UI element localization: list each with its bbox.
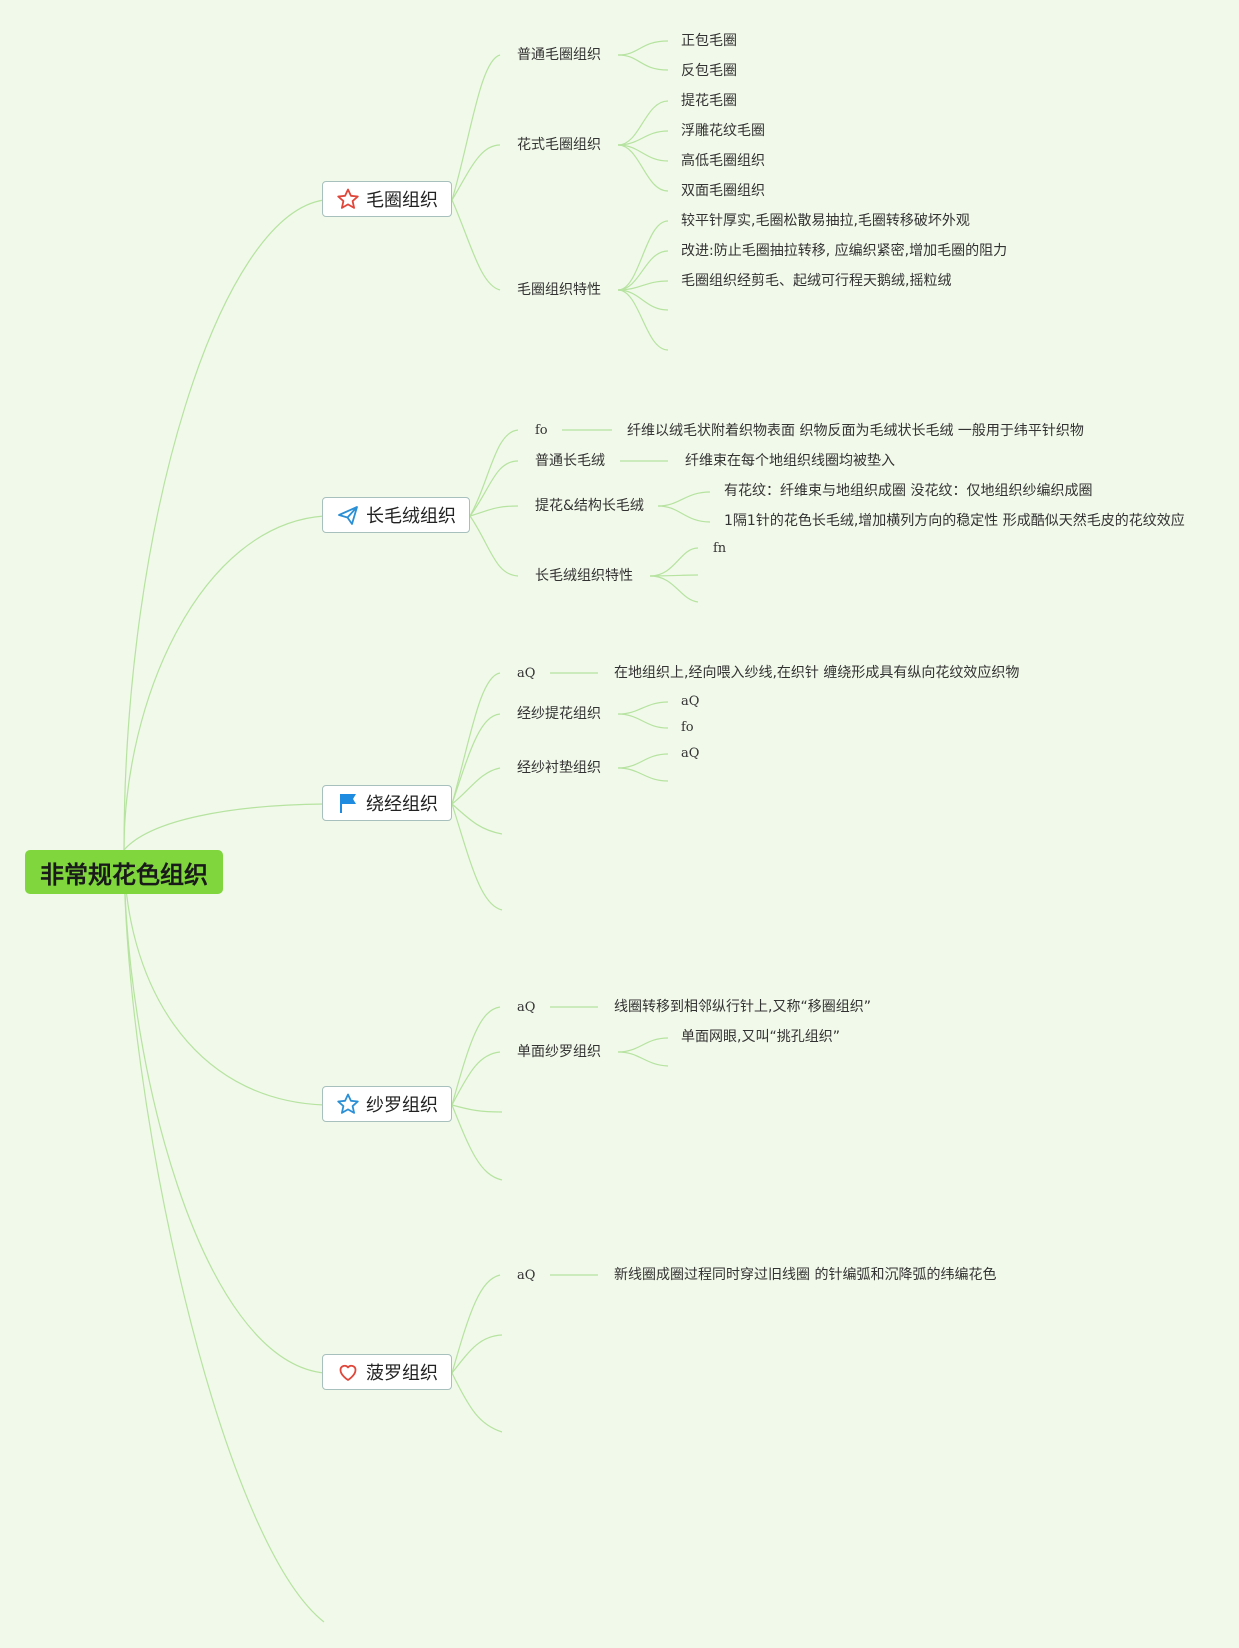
leaf-topic[interactable]: 新线圈成圈过程同时穿过旧线圈 的针编弧和沉降弧的纬编花色: [614, 1267, 997, 1283]
subtopic[interactable]: aQ: [517, 1000, 536, 1015]
leaf-topic[interactable]: 提花毛圈: [681, 93, 737, 109]
subtopic[interactable]: 提花&结构长毛绒: [535, 498, 644, 514]
subtopic[interactable]: 长毛绒组织特性: [535, 568, 633, 584]
leaf-topic[interactable]: 1隔1针的花色长毛绒,增加横列方向的稳定性 形成酷似天然毛皮的花纹效应: [724, 513, 1185, 529]
root-topic[interactable]: 非常规花色组织: [25, 850, 223, 894]
topic-changmaorong[interactable]: 长毛绒组织: [322, 497, 470, 533]
subtopic[interactable]: 普通长毛绒: [535, 453, 605, 469]
subtopic[interactable]: 毛圈组织特性: [517, 282, 601, 298]
leaf-topic[interactable]: 线圈转移到相邻纵行针上,又称“移圈组织”: [614, 999, 871, 1015]
subtopic[interactable]: aQ: [517, 1268, 536, 1283]
paper-plane-icon: [336, 503, 360, 527]
subtopic[interactable]: fo: [535, 423, 548, 438]
leaf-topic[interactable]: 单面网眼,又叫“挑孔组织”: [681, 1029, 840, 1045]
leaf-topic[interactable]: fo: [681, 720, 694, 735]
subtopic[interactable]: 经纱提花组织: [517, 706, 601, 722]
leaf-topic[interactable]: 毛圈组织经剪毛、起绒可行程天鹅绒,摇粒绒: [681, 273, 952, 289]
topic-shaluo[interactable]: 纱罗组织: [322, 1086, 452, 1122]
leaf-topic[interactable]: 反包毛圈: [681, 63, 737, 79]
topic-label: 长毛绒组织: [366, 506, 456, 527]
leaf-topic[interactable]: fn: [713, 541, 727, 556]
leaf-topic[interactable]: aQ: [681, 746, 700, 761]
leaf-topic[interactable]: 有花纹：纤维束与地组织成圈 没花纹：仅地组织纱编织成圈: [724, 483, 1093, 499]
heart-outline-icon: [336, 1360, 360, 1384]
leaf-topic[interactable]: 纤维以绒毛状附着织物表面 织物反面为毛绒状长毛绒 一般用于纬平针织物: [627, 423, 1084, 439]
leaf-topic[interactable]: 纤维束在每个地组织线圈均被垫入: [685, 453, 895, 469]
leaf-topic[interactable]: 在地组织上,经向喂入纱线,在织针 缠绕形成具有纵向花纹效应织物: [614, 665, 1020, 681]
star-outline-icon: [336, 187, 360, 211]
topic-raojing[interactable]: 绕经组织: [322, 785, 452, 821]
leaf-topic[interactable]: 双面毛圈组织: [681, 183, 765, 199]
leaf-topic[interactable]: aQ: [681, 694, 700, 709]
topic-label: 毛圈组织: [366, 190, 438, 211]
subtopic[interactable]: 普通毛圈组织: [517, 47, 601, 63]
topic-label: 绕经组织: [366, 794, 438, 815]
subtopic[interactable]: 花式毛圈组织: [517, 137, 601, 153]
topic-label: 纱罗组织: [366, 1095, 438, 1116]
leaf-topic[interactable]: 浮雕花纹毛圈: [681, 123, 765, 139]
topic-maoquan[interactable]: 毛圈组织: [322, 181, 452, 217]
subtopic[interactable]: 经纱衬垫组织: [517, 760, 601, 776]
subtopic[interactable]: 单面纱罗组织: [517, 1044, 601, 1060]
topic-boluo[interactable]: 菠罗组织: [322, 1354, 452, 1390]
star-outline-icon: [336, 1092, 360, 1116]
leaf-topic[interactable]: 较平针厚实,毛圈松散易抽拉,毛圈转移破坏外观: [681, 213, 970, 229]
leaf-topic[interactable]: 改进:防止毛圈抽拉转移, 应编织紧密,增加毛圈的阻力: [681, 243, 1008, 259]
subtopic[interactable]: aQ: [517, 666, 536, 681]
leaf-topic[interactable]: 正包毛圈: [681, 33, 737, 49]
flag-icon: [336, 791, 360, 815]
topic-label: 菠罗组织: [366, 1363, 438, 1384]
leaf-topic[interactable]: 高低毛圈组织: [681, 153, 765, 169]
